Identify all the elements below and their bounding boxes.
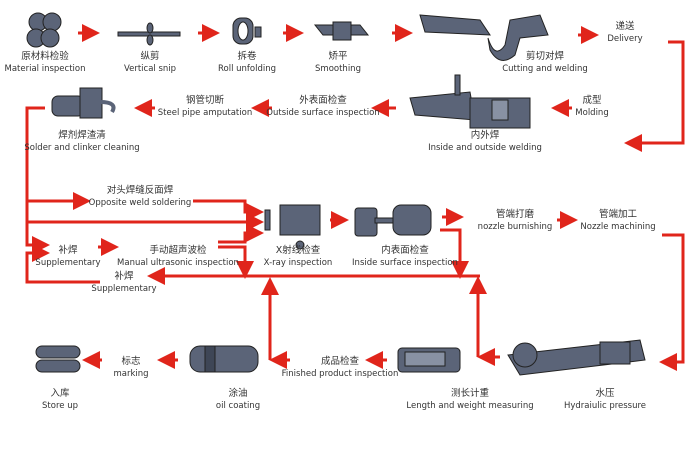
label-cn: 纵剪: [140, 51, 160, 62]
label-cn: 手动超声波检: [149, 245, 207, 256]
label-en: Store up: [42, 401, 78, 411]
label-en: Steel pipe amputation: [157, 108, 253, 118]
label-en: Cutting and welding: [502, 64, 588, 74]
label-en: Manual ultrasonic inspection: [117, 258, 239, 268]
label-en: Molding: [575, 108, 609, 118]
step-nozzle-machining: 管端加工 Nozzle machining: [580, 208, 655, 234]
uncoiler-icon: [232, 17, 262, 45]
label-cn: 递送: [615, 21, 635, 32]
pipe-stack-icon: [35, 345, 81, 373]
label-en: marking: [113, 369, 149, 379]
machine-icons: [26, 12, 646, 376]
label-en: Solder and clinker cleaning: [24, 143, 140, 153]
label-en: Length and weight measuring: [406, 401, 534, 411]
step-roll-unfolding: 拆卷 Roll unfolding: [218, 50, 276, 76]
xray-machine-icon: [264, 204, 321, 250]
step-opposite-weld-soldering: 对头焊缝反面焊 Opposite weld soldering: [89, 184, 192, 210]
step-outside-surface-inspection: 外表面检查 Outside surface inspection: [266, 94, 379, 120]
step-smoothing: 矫平 Smoothing: [315, 50, 361, 76]
label-cn: 补焊: [114, 271, 134, 282]
label-cn: 内外焊: [470, 130, 500, 141]
cleaning-machine-icon: [51, 87, 116, 119]
label-cn: 标志: [121, 356, 141, 367]
step-marking: 标志 marking: [113, 355, 148, 381]
label-en: Material inspection: [4, 64, 86, 74]
steel-coil-icon: [26, 12, 62, 48]
label-en: Smoothing: [315, 64, 361, 74]
oil-coating-icon: [189, 345, 259, 373]
label-en: Supplementary: [35, 258, 101, 268]
label-cn: 成品检查: [320, 356, 359, 367]
label-en: Inside surface inspection: [352, 258, 458, 268]
cutting-welding-icon: [419, 14, 549, 61]
label-cn: 拆卷: [237, 51, 257, 62]
label-en: nozzle burnishing: [477, 222, 553, 232]
step-xray-inspection: X射线检查 X-ray inspection: [264, 244, 333, 270]
label-en: Vertical snip: [123, 64, 177, 74]
step-inside-outside-welding: 内外焊 Inside and outside welding: [428, 129, 542, 155]
hydraulic-press-icon: [507, 339, 646, 376]
leveler-icon: [313, 21, 370, 41]
step-manual-ultrasonic-inspection: 手动超声波检 Manual ultrasonic inspection: [117, 244, 239, 270]
step-inside-surface-inspection: 内表面检查 Inside surface inspection: [352, 244, 458, 270]
label-cn: 矫平: [328, 51, 348, 62]
label-cn: X射线检查: [275, 245, 321, 256]
slitter-icon: [117, 22, 181, 46]
flow-arrows: [25, 24, 685, 371]
label-cn: 内表面检查: [381, 245, 429, 256]
step-cutting-welding: 剪切对焊 Cutting and welding: [502, 50, 588, 76]
step-material-inspection: 原材料检验 Material inspection: [5, 50, 86, 76]
label-en: Outside surface inspection: [266, 108, 380, 118]
label-cn: 测长计重: [450, 388, 489, 399]
label-en: X-ray inspection: [263, 258, 333, 268]
step-oil-coating: 涂油 oil coating: [216, 387, 260, 413]
label-cn: 水压: [595, 388, 615, 399]
inside-inspection-icon: [354, 204, 432, 237]
label-en: Hydraiulic pressure: [563, 401, 647, 411]
label-en: Inside and outside welding: [428, 143, 542, 153]
step-delivery: 递送 Delivery: [607, 20, 642, 46]
label-cn: 钢管切断: [185, 95, 224, 106]
step-solder-clinker-cleaning: 焊剂焊渣清 Solder and clinker cleaning: [24, 129, 139, 155]
label-cn: 焊剂焊渣清: [58, 130, 106, 141]
label-en: oil coating: [215, 401, 261, 411]
label-cn: 原材料检验: [21, 51, 69, 62]
label-cn: 入库: [50, 388, 70, 399]
label-cn: 剪切对焊: [525, 51, 564, 62]
label-en: Opposite weld soldering: [88, 198, 192, 208]
label-cn: 外表面检查: [299, 95, 347, 106]
step-supplementary-2: 补焊 Supplementary: [91, 270, 156, 296]
label-en: Finished product inspection: [281, 369, 399, 379]
label-cn: 成型: [582, 95, 602, 106]
step-hydraulic-pressure: 水压 Hydraiulic pressure: [564, 387, 646, 413]
label-cn: 涂油: [228, 388, 248, 399]
step-length-weight-measuring: 测长计重 Length and weight measuring: [406, 387, 533, 413]
label-cn: 对头焊缝反面焊: [106, 185, 174, 196]
length-weight-icon: [397, 347, 461, 373]
step-steel-pipe-amputation: 钢管切断 Steel pipe amputation: [158, 94, 252, 120]
step-finished-product-inspection: 成品检查 Finished product inspection: [282, 355, 399, 381]
label-cn: 管端加工: [598, 209, 637, 220]
step-vertical-snip: 纵剪 Vertical snip: [124, 50, 176, 76]
step-molding: 成型 Molding: [575, 94, 608, 120]
label-cn: 管端打磨: [495, 209, 535, 220]
welding-machine-icon: [409, 74, 531, 129]
step-nozzle-burnishing: 管端打磨 nozzle burnishing: [478, 208, 553, 234]
label-en: Nozzle machining: [580, 222, 656, 232]
step-supplementary: 补焊 Supplementary: [35, 244, 100, 270]
label-en: Delivery: [607, 34, 643, 44]
label-en: Roll unfolding: [217, 64, 277, 74]
label-en: Supplementary: [91, 284, 157, 294]
step-store-up: 入库 Store up: [42, 387, 78, 413]
label-cn: 补焊: [58, 245, 78, 256]
